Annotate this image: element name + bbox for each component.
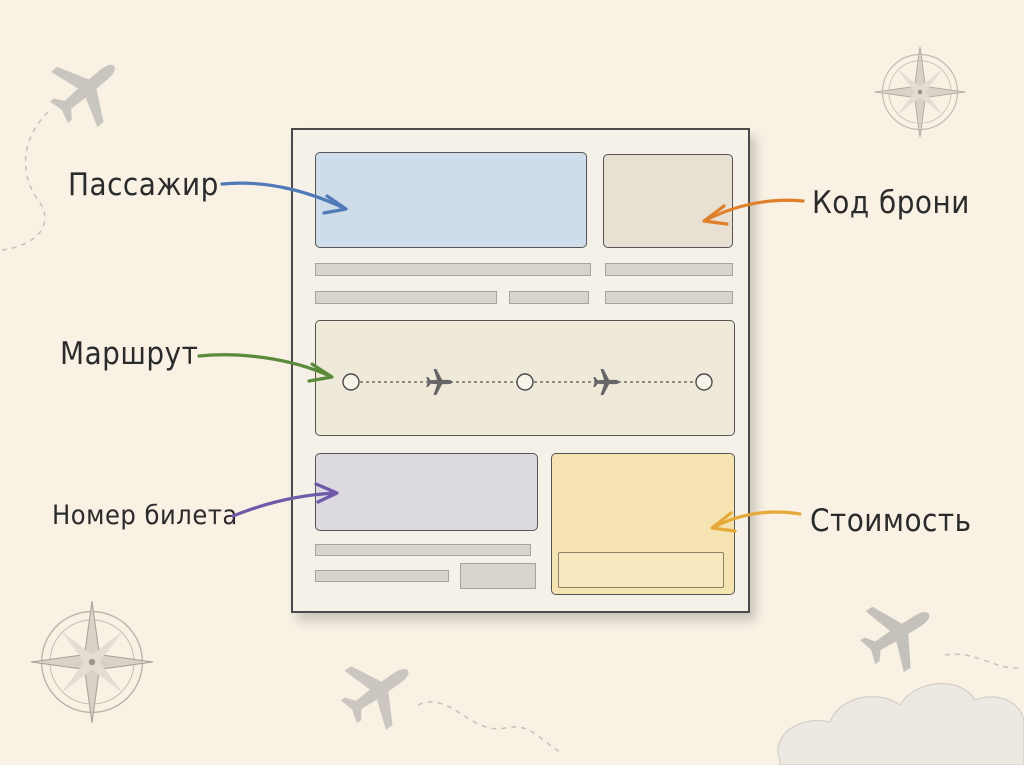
route-line: [342, 369, 713, 395]
route-block: [315, 320, 735, 436]
route-stop: [695, 373, 713, 391]
airplane-icon: [848, 583, 948, 683]
airplane-icon: [593, 369, 620, 395]
label-passenger: Пассажир: [68, 167, 219, 203]
text-line: [315, 263, 591, 276]
booking-code-block: [603, 154, 733, 248]
passenger-block: [315, 152, 587, 248]
label-price: Стоимость: [810, 503, 972, 539]
cloud-icon: [777, 682, 1024, 765]
route-stop: [516, 373, 534, 391]
text-line: [605, 291, 733, 304]
price-total-field: [558, 552, 724, 588]
text-line: [605, 263, 733, 276]
text-line: [509, 291, 589, 304]
text-line: [315, 544, 531, 556]
label-ticket-number: Номер билета: [52, 500, 238, 531]
route-stop: [342, 373, 360, 391]
compass-rose-icon: [30, 600, 154, 724]
label-route: Маршрут: [60, 336, 199, 372]
price-block: [551, 453, 735, 595]
ticket-document: [291, 128, 750, 613]
airplane-icon: [35, 38, 138, 141]
text-line: [315, 570, 449, 582]
label-booking-code: Код брони: [812, 185, 970, 221]
compass-rose-icon: [874, 46, 966, 138]
ticket-number-block: [315, 453, 538, 531]
text-line: [460, 563, 536, 589]
airplane-icon: [328, 641, 429, 742]
text-line: [315, 291, 497, 304]
airplane-icon: [426, 369, 453, 395]
